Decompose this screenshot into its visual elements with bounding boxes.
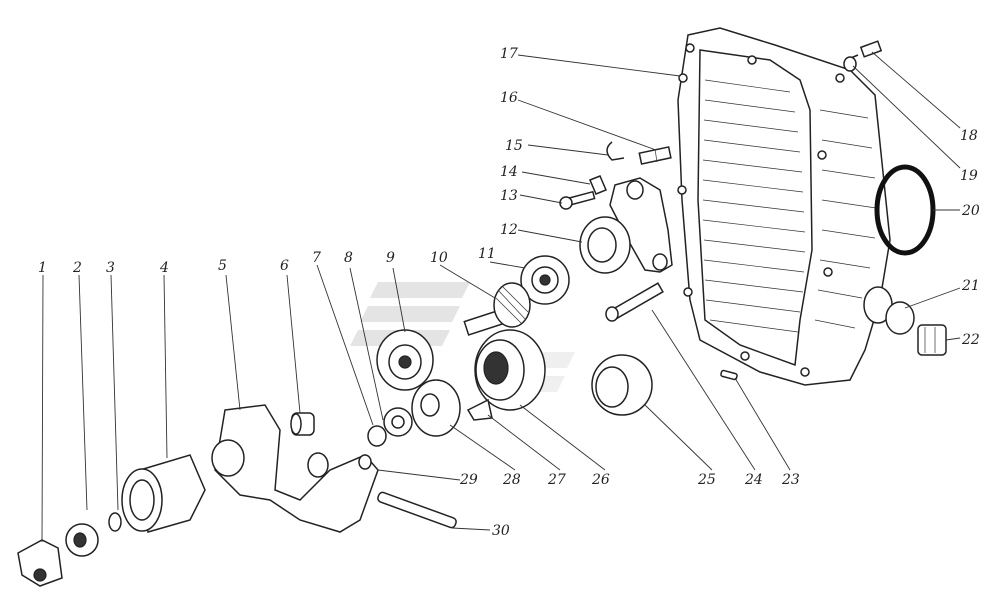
part-pin-23 (720, 369, 738, 381)
callout-15: 15 (505, 138, 523, 154)
callout-13: 13 (500, 188, 518, 204)
part-bolt-24 (605, 282, 664, 322)
callout-7: 7 (312, 250, 321, 266)
callout-24: 24 (744, 472, 763, 488)
callout-25: 25 (697, 472, 716, 488)
callout-3: 3 (106, 260, 115, 276)
part-pin-30 (377, 491, 457, 529)
part-bearing-9 (376, 329, 434, 391)
callout-12: 12 (500, 222, 518, 238)
callout-27: 27 (547, 472, 566, 488)
part-gear-segment-27 (466, 398, 493, 421)
part-bearing-11 (520, 255, 570, 305)
callout-29: 29 (459, 472, 478, 488)
callout-20: 20 (961, 203, 980, 219)
part-star-washer-8 (383, 407, 413, 437)
callout-11: 11 (478, 246, 496, 262)
part-gear-26 (474, 329, 546, 411)
part-bearing-housing-12 (579, 177, 673, 274)
leader-lines (41, 51, 961, 543)
callout-14: 14 (500, 164, 518, 180)
callout-30: 30 (492, 523, 510, 539)
part-housing-cover (677, 27, 893, 386)
callout-6: 6 (280, 258, 289, 274)
callout-8: 8 (344, 250, 353, 266)
callout-21: 21 (961, 278, 980, 294)
callout-2: 2 (72, 260, 82, 276)
callout-19: 19 (960, 168, 978, 184)
part-bolt-16 (638, 146, 672, 165)
part-nut-2 (65, 523, 99, 557)
part-shaft-gear-10 (463, 282, 531, 336)
callout-9: 9 (386, 250, 395, 266)
callout-5: 5 (218, 258, 227, 274)
callout-17: 17 (500, 46, 518, 62)
part-washer-19 (843, 56, 857, 72)
part-ring-3 (108, 512, 122, 532)
part-gasket-21 (885, 301, 915, 335)
part-screw-13 (559, 190, 596, 210)
callout-10: 10 (430, 250, 448, 266)
callout-22: 22 (961, 332, 980, 348)
part-cylinder-4 (121, 454, 206, 533)
callout-1: 1 (38, 260, 47, 276)
callout-numbers: 1 2 3 4 5 6 7 8 9 10 11 12 13 14 15 16 1… (38, 46, 980, 539)
callout-28: 28 (502, 472, 521, 488)
part-lock-plate-14 (589, 175, 607, 195)
part-plug-1 (17, 539, 63, 587)
callout-26: 26 (591, 472, 610, 488)
part-bushing-6 (290, 412, 315, 436)
callout-16: 16 (500, 90, 518, 106)
part-sleeve-25 (591, 354, 653, 416)
callout-4: 4 (159, 260, 169, 276)
part-plug-22 (917, 324, 947, 356)
part-washer-7 (367, 425, 387, 447)
callout-23: 23 (781, 472, 800, 488)
part-clip-15 (606, 141, 625, 161)
callout-18: 18 (960, 128, 978, 144)
part-cam-28 (411, 379, 461, 437)
